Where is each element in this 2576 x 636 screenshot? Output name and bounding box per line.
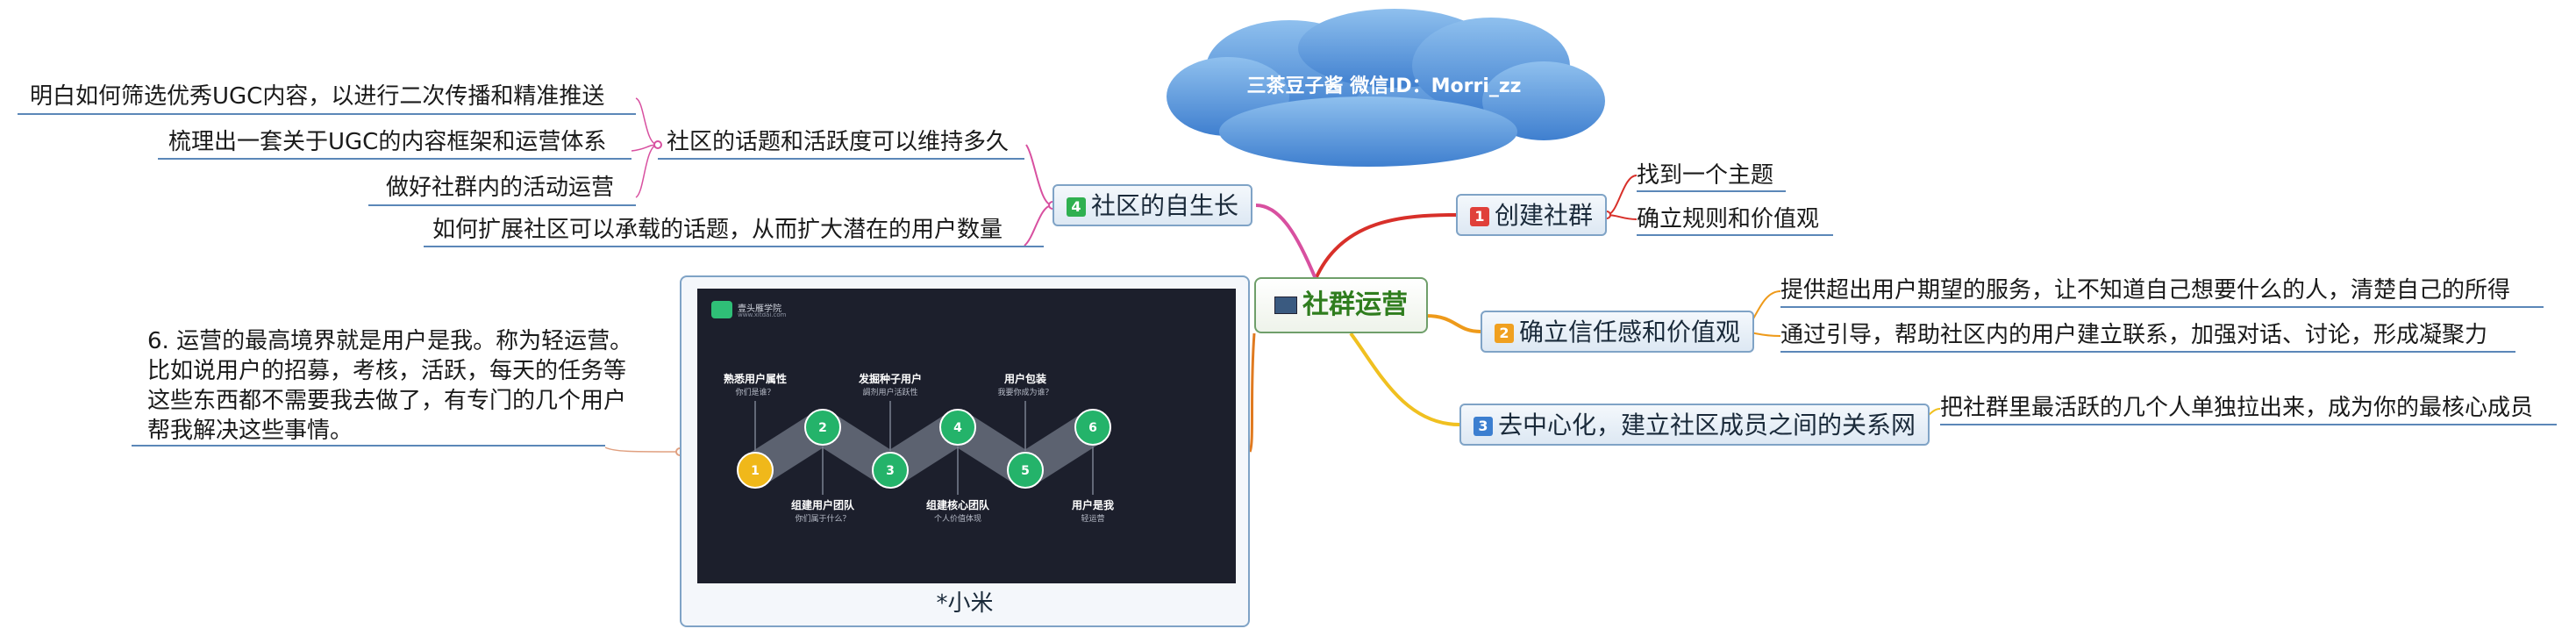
- leaf-find-theme: 找到一个主题: [1637, 162, 1774, 189]
- stage-top-label-title: 用户包装: [1003, 373, 1046, 385]
- stage-bottom-label-2: 用户是我轻运营: [1040, 497, 1145, 524]
- stage-top-label-2: 用户包装我要你成为谁？: [973, 371, 1078, 397]
- stage-dot-3: [872, 452, 909, 489]
- stage-number-5: 5: [1021, 464, 1030, 478]
- leaf-ugc-framework: 梳理出一套关于UGC的内容框架和运营体系: [168, 129, 607, 155]
- central-topic-icon: [1274, 297, 1297, 314]
- central-topic-label: 社群运营: [1302, 289, 1408, 320]
- stage-number-1: 1: [751, 464, 760, 478]
- leaf-core-members: 把社群里最活跃的几个人单独拉出来，成为你的最核心成员: [1940, 395, 2534, 421]
- stage-top-label-sub: 調剂用户活跃性: [862, 389, 918, 397]
- stage-number-2: 2: [818, 421, 827, 435]
- cloud-shape: [1167, 9, 1605, 167]
- stages-diagram: 1 2 3 4 5 6: [711, 301, 1111, 495]
- stage-dot-5: [1007, 452, 1044, 489]
- leaf-activity-ops: 做好社群内的活动运营: [386, 175, 615, 201]
- topic-label: 创建社群: [1495, 201, 1594, 230]
- note-line: 这些东西都不需要我去做了，有专门的几个用户: [147, 388, 627, 414]
- leaf-build-connection: 通过引导，帮助社区内的用户建立联系，加强对话、讨论，形成凝聚力: [1780, 322, 2488, 348]
- stage-bottom-label-sub: 你们属于什么？: [795, 515, 851, 524]
- image-panel[interactable]: 1 2 3 4 5 6 壹头雁学院 www.xitdai.com 熟悉用户属性你们是谁？ 发…: [680, 275, 1250, 627]
- number-1-icon: 1: [1470, 207, 1489, 226]
- connector-branch-4-children: [1024, 144, 1053, 247]
- number-4-icon: 4: [1067, 197, 1086, 217]
- connector-image: [1248, 332, 1256, 453]
- topic-decentralize[interactable]: 3 去中心化，建立社区成员之间的关系网: [1459, 404, 1930, 446]
- stage-number-4: 4: [953, 421, 962, 435]
- stage-bottom-label-title: 组建核心团队: [925, 499, 989, 511]
- embedded-slide-image: 1 2 3 4 5 6 壹头雁学院 www.xitdai.com 熟悉用户属性你们是谁？ 发…: [697, 289, 1236, 583]
- stage-top-label-title: 发掘种子用户: [858, 373, 922, 385]
- stage-top-label-title: 熟悉用户属性: [723, 373, 787, 385]
- central-topic[interactable]: 社群运营: [1254, 277, 1428, 333]
- brand-logo-icon: [711, 301, 732, 318]
- stage-bottom-label-0: 组建用户团队你们属于什么？: [770, 497, 875, 524]
- stage-number-6: 6: [1088, 421, 1097, 435]
- connector-note: [604, 447, 681, 453]
- connector-branch-1: [1314, 213, 1457, 280]
- note-line: 6. 运营的最高境界就是用户是我。称为轻运营。: [147, 328, 633, 354]
- number-2-icon: 2: [1495, 324, 1514, 343]
- image-caption: *小米: [936, 590, 994, 617]
- topic-label: 社区的自生长: [1091, 191, 1239, 220]
- leaf-filter-ugc: 明白如何筛选优秀UGC内容，以进行二次传播和精准推送: [30, 83, 605, 110]
- topic-create-community[interactable]: 1 创建社群: [1456, 194, 1608, 236]
- stage-bottom-label-sub: 个人价值体现: [933, 515, 981, 524]
- stage-top-label-sub: 你们是谁？: [735, 389, 775, 397]
- cloud-label: 三茶豆子酱 微信ID：Morri_zz: [1246, 75, 1522, 97]
- stage-dot-1: [737, 452, 774, 489]
- stage-bottom-label-sub: 轻运营: [1081, 515, 1105, 524]
- brand-name: 壹头雁学院: [738, 304, 781, 314]
- number-3-icon: 3: [1474, 417, 1493, 436]
- stage-bottom-label-title: 用户是我: [1071, 499, 1114, 511]
- connector-branch-3: [1349, 332, 1460, 426]
- stage-dot-2: [804, 409, 841, 446]
- connector-branch-2: [1425, 314, 1481, 333]
- note-line: 帮我解决这些事情。: [147, 418, 353, 444]
- leaf-topic-duration: 社区的话题和活跃度可以维持多久: [667, 129, 1010, 155]
- note-light-ops: 6. 运营的最高境界就是用户是我。称为轻运营。 比如说用户的招募，考核，活跃，每…: [147, 326, 674, 446]
- note-line: 比如说用户的招募，考核，活跃，每天的任务等: [147, 358, 627, 384]
- leaf-exceed-expectation: 提供超出用户期望的服务，让不知道自己想要什么的人，清楚自己的所得: [1780, 277, 2511, 304]
- stage-dot-6: [1074, 409, 1111, 446]
- topic-build-trust[interactable]: 2 确立信任感和价值观: [1481, 311, 1755, 353]
- stage-bottom-label-title: 组建用户团队: [790, 499, 854, 511]
- leaf-expand-topics: 如何扩展社区可以承载的话题，从而扩大潜在的用户数量: [432, 217, 1003, 243]
- stage-bottom-label-1: 组建核心团队个人价值体现: [905, 497, 1010, 524]
- stage-top-label-0: 熟悉用户属性你们是谁？: [703, 371, 808, 397]
- stage-top-label-1: 发掘种子用户調剂用户活跃性: [838, 371, 943, 397]
- brand-url: www.xitdai.com: [738, 311, 787, 318]
- topic-label: 确立信任感和价值观: [1519, 318, 1741, 347]
- connector-grandchildren: [631, 97, 659, 198]
- topic-label: 去中心化，建立社区成员之间的关系网: [1498, 411, 1916, 439]
- stage-top-label-sub: 我要你成为谁？: [997, 389, 1053, 397]
- connector-branch-1-children: [1606, 175, 1638, 220]
- leaf-establish-rules: 确立规则和价值观: [1637, 206, 1820, 232]
- stage-dot-4: [939, 409, 976, 446]
- connector-branch-4: [1255, 204, 1317, 280]
- stage-number-3: 3: [886, 464, 895, 478]
